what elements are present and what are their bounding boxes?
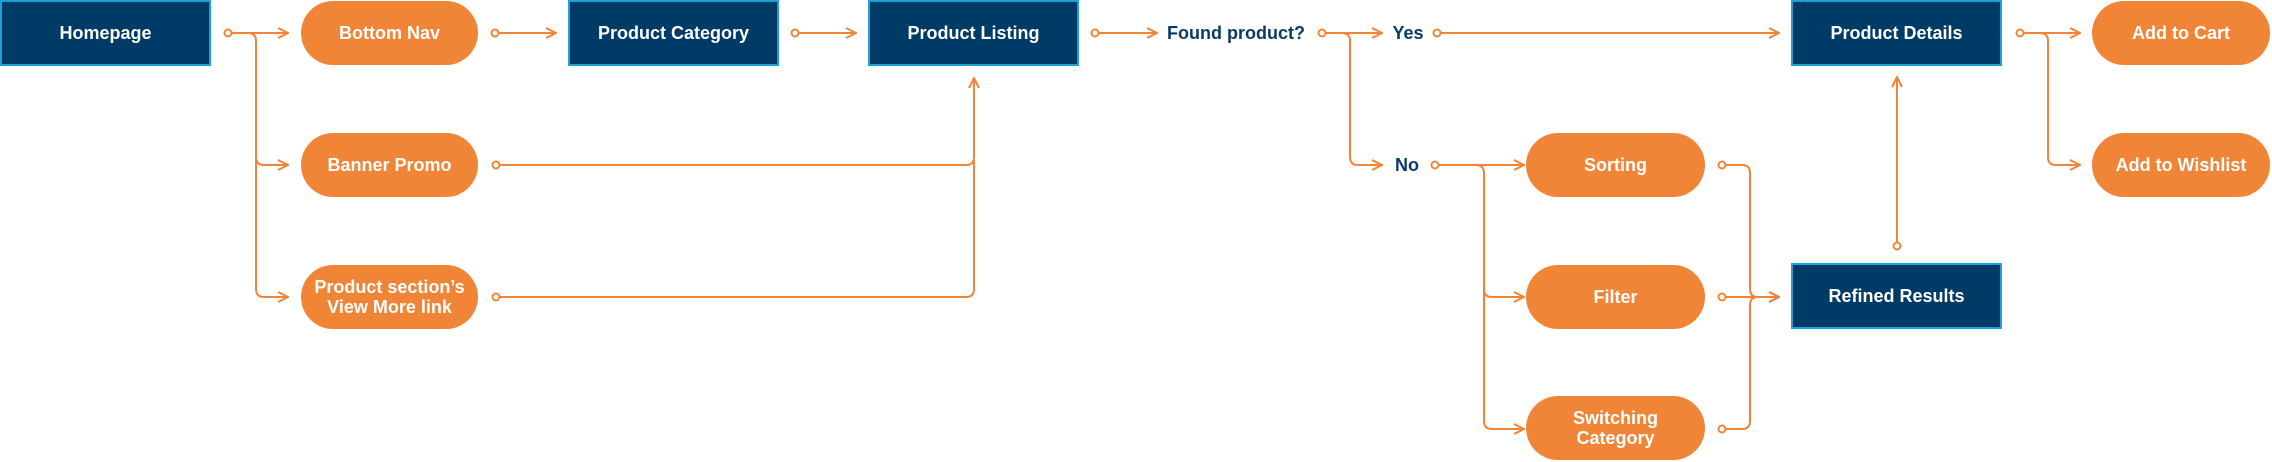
node-filter: Filter (1526, 265, 1705, 329)
connector-homepage-view-more (255, 157, 288, 297)
connector-banner-promo-product-listing (496, 78, 974, 166)
connector-dot (490, 28, 500, 38)
node-label-refined-results: Refined Results (1828, 286, 1964, 306)
connector-dot (491, 160, 501, 170)
node-label-switching-line1: Switching (1573, 408, 1658, 428)
node-label-view-more-line2: View More link (327, 297, 453, 317)
node-label-banner-promo: Banner Promo (327, 155, 451, 175)
node-add-to-cart: Add to Cart (2092, 1, 2270, 65)
connector-dot (2015, 28, 2025, 38)
node-label-product-details: Product Details (1830, 23, 1962, 43)
node-label-product-category: Product Category (598, 23, 749, 43)
rect-node-product-category (568, 0, 779, 66)
connector-found-product-no (1322, 32, 1382, 165)
connector-product-details-add-to-wishlist (2020, 32, 2080, 165)
rect-node-product-details (1791, 0, 2002, 66)
connector-no-switching (1483, 289, 1524, 429)
rect-node-homepage (0, 0, 211, 66)
pill-node-view-more-link (301, 265, 478, 329)
pill-node-bottom-nav (301, 1, 478, 65)
connector-dot (1432, 28, 1442, 38)
node-banner-promo: Banner Promo (301, 133, 478, 197)
connector-dot (790, 28, 800, 38)
connector-sorting-refined (1722, 164, 1779, 297)
decision-no-label: No (1395, 155, 1419, 175)
node-label-homepage: Homepage (59, 23, 151, 43)
decision-yes-label: Yes (1392, 23, 1423, 43)
pill-node-switching-category (1526, 396, 1705, 460)
connector-dot (491, 292, 501, 302)
connector-dot (1430, 160, 1440, 170)
pill-node-add-to-cart (2092, 1, 2270, 65)
connector-dot (1892, 241, 1902, 251)
connector-switching-refined (1722, 296, 1759, 430)
node-label-view-more-line1: Product section’s (314, 277, 464, 297)
pill-node-sorting (1526, 133, 1705, 197)
connector-dot (1717, 160, 1727, 170)
node-refined-results: Refined Results (1791, 263, 2002, 329)
node-label-product-listing: Product Listing (908, 23, 1040, 43)
node-label-add-to-wishlist: Add to Wishlist (2116, 155, 2247, 175)
connector-dot (1717, 424, 1727, 434)
node-product-category: Product Category (568, 0, 779, 66)
node-bottom-nav: Bottom Nav (301, 1, 478, 65)
pill-node-filter (1526, 265, 1705, 329)
node-label-filter: Filter (1593, 287, 1637, 307)
node-label-sorting: Sorting (1584, 155, 1647, 175)
pill-node-add-to-wishlist (2092, 133, 2270, 197)
node-view-more-link: Product section’s View More link (301, 265, 478, 329)
node-label-bottom-nav: Bottom Nav (339, 23, 440, 43)
connectors (223, 28, 2081, 434)
node-label-switching-line2: Category (1576, 428, 1654, 448)
node-sorting: Sorting (1526, 133, 1705, 197)
rect-node-refined-results (1791, 263, 2002, 329)
connector-view-more-product-listing (496, 160, 975, 298)
connector-no-filter (1475, 164, 1524, 297)
node-homepage: Homepage (0, 0, 211, 66)
connector-homepage-banner-promo (228, 32, 288, 165)
decision-found-product: Found product? (1167, 23, 1305, 43)
pill-node-banner-promo (301, 133, 478, 197)
node-product-details: Product Details (1791, 0, 2002, 66)
connector-dot (1090, 28, 1100, 38)
connector-dot (1317, 28, 1327, 38)
node-add-to-wishlist: Add to Wishlist (2092, 133, 2270, 197)
node-switching-category: Switching Category (1526, 396, 1705, 460)
connector-dot (1717, 292, 1727, 302)
node-label-add-to-cart: Add to Cart (2132, 23, 2230, 43)
rect-node-product-listing (868, 0, 1079, 66)
node-product-listing: Product Listing (868, 0, 1079, 66)
connector-dot (223, 28, 233, 38)
